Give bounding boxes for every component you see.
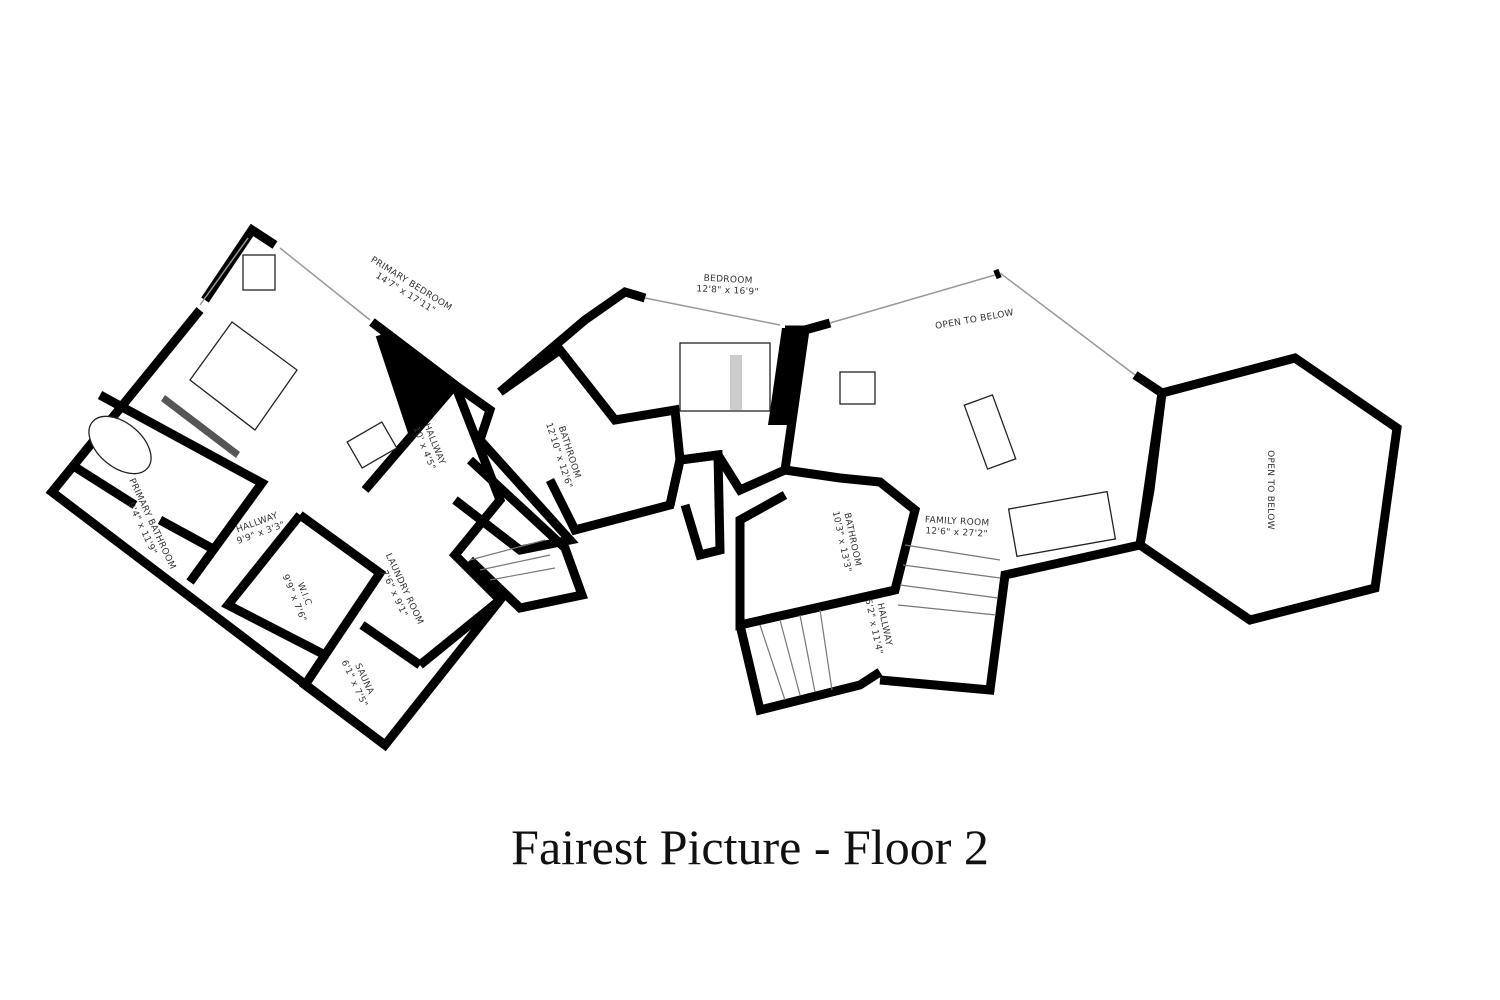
- primary-suite-walls: [45, 223, 507, 752]
- svg-text:FAMILY ROOM: FAMILY ROOM: [925, 515, 990, 528]
- floor-plan-title: Fairest Picture - Floor 2: [511, 819, 989, 875]
- window: [829, 274, 996, 324]
- stairs-icon: [759, 544, 1001, 701]
- armchair-icon: [242, 254, 276, 291]
- desk-icon: [346, 421, 398, 469]
- hallway-walls: [417, 381, 588, 669]
- svg-text:BEDROOM: BEDROOM: [703, 274, 753, 287]
- open-to-below-hexagon: [1135, 353, 1402, 625]
- svg-text:12'8" x 16'9": 12'8" x 16'9": [696, 284, 759, 297]
- stairs-icon: [469, 539, 556, 581]
- daybed-icon: [1007, 490, 1117, 558]
- svg-text:OPEN TO BELOW: OPEN TO BELOW: [935, 308, 1015, 332]
- window: [199, 237, 249, 306]
- room-label-open-to-below: OPEN TO BELOW: [1265, 450, 1275, 530]
- armchair-icon: [839, 371, 876, 405]
- svg-text:OPEN TO BELOW: OPEN TO BELOW: [1265, 450, 1275, 530]
- sofa-icon: [963, 394, 1017, 470]
- room-label-wic: W.I.C9'9" x 7'6": [280, 573, 313, 624]
- bedroom-walls: [497, 287, 811, 561]
- window: [999, 272, 1136, 376]
- window: [279, 247, 371, 321]
- bed-icon: [679, 342, 771, 412]
- bed-icon: [161, 321, 298, 458]
- bathtub-icon: [88, 415, 152, 475]
- window: [644, 297, 781, 326]
- room-label-open-to-below: OPEN TO BELOW: [935, 308, 1015, 332]
- svg-text:12'6" x 27'2": 12'6" x 27'2": [925, 526, 988, 539]
